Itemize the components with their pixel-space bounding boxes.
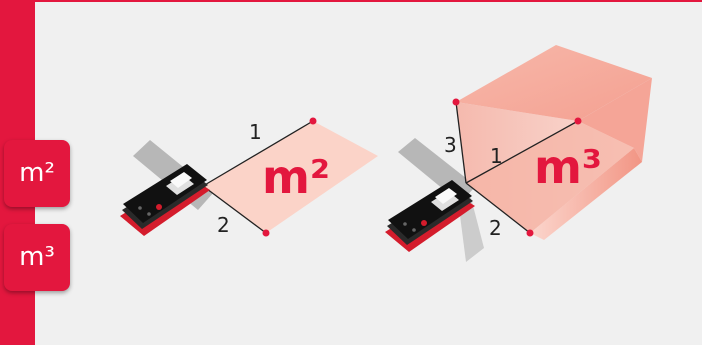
area-endpoint-2 <box>262 229 270 237</box>
volume-endpoint-2 <box>526 229 534 237</box>
laser-meter-device-volume <box>385 180 475 252</box>
volume-diagram: 1 2 3 m³ <box>385 45 652 262</box>
area-plane <box>203 121 378 233</box>
volume-side-1-label: 1 <box>490 144 503 168</box>
volume-endpoint-1 <box>574 117 582 125</box>
area-side-1-line <box>202 120 314 187</box>
area-unit-label: m² <box>262 150 330 204</box>
area-mode-button[interactable]: m² <box>4 140 70 207</box>
volume-side-3-label: 3 <box>444 133 457 157</box>
volume-mode-button[interactable]: m³ <box>4 224 70 291</box>
top-accent-line <box>0 0 702 2</box>
volume-side-3-line <box>455 101 467 184</box>
area-side-2-line <box>202 185 267 234</box>
volume-unit-label: m³ <box>534 140 602 194</box>
volume-box-top <box>456 45 652 121</box>
volume-side-1-line <box>465 120 579 184</box>
volume-endpoint-3 <box>452 98 460 106</box>
volume-box-floor <box>466 121 634 233</box>
area-endpoint-1 <box>309 117 317 125</box>
volume-box-bottom-edge <box>530 148 642 240</box>
volume-side-2-line <box>465 182 531 234</box>
volume-side-2-label: 2 <box>489 216 502 240</box>
area-side-1-label: 1 <box>249 120 262 144</box>
area-diagram: 1 2 m² <box>120 117 378 237</box>
volume-box-back <box>578 78 652 162</box>
laser-meter-device-area <box>120 164 210 236</box>
area-side-2-label: 2 <box>217 213 230 237</box>
